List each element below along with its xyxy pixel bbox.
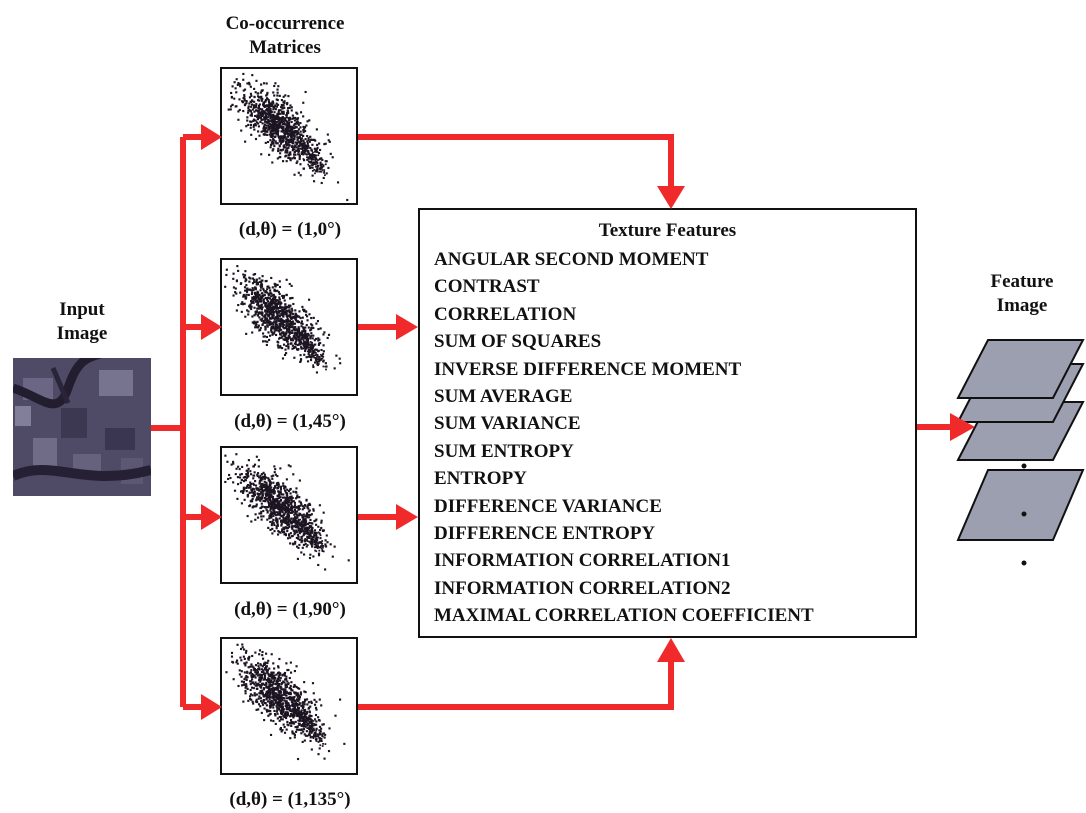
matrix-caption-2: (d,θ) = (1,90°) [190,598,390,622]
feature-item: INVERSE DIFFERENCE MOMENT [434,356,814,383]
feature-item: SUM OF SQUARES [434,328,814,355]
matrices-title-line2: Matrices [200,36,370,60]
matrices-title-line1: Co-occurrence [200,12,370,36]
input-image [13,358,151,496]
ellipsis-dot [1022,464,1027,469]
feature-item: CORRELATION [434,301,814,328]
feature-item: INFORMATION CORRELATION1 [434,547,814,574]
feature-item: SUM AVERAGE [434,383,814,410]
arrowhead [396,314,418,340]
input-image-label: Input Image [22,298,142,346]
arrowhead [201,504,222,530]
feature-label-line1: Feature [972,270,1072,294]
arrowhead [657,186,685,209]
matrix-3-to-features [358,660,671,707]
arrowhead [201,124,222,150]
feature-item: INFORMATION CORRELATION2 [434,575,814,602]
matrix-caption-0: (d,θ) = (1,0°) [190,218,390,242]
ellipsis-dot [1022,512,1027,517]
arrowhead [396,504,418,530]
matrix-scatter-3 [222,639,356,773]
feature-item: MAXIMAL CORRELATION COEFFICIENT [434,602,814,629]
feature-item: ANGULAR SECOND MOMENT [434,246,814,273]
feature-image-label: Feature Image [972,270,1072,318]
cooccurrence-matrix-3 [220,637,358,775]
matrix-caption-3: (d,θ) = (1,135°) [190,788,390,812]
matrix-scatter-0 [222,69,356,203]
matrix-caption-1: (d,θ) = (1,45°) [190,410,390,434]
input-label-line2: Image [22,322,142,346]
feature-item: SUM ENTROPY [434,438,814,465]
cooccurrence-matrix-1 [220,258,358,396]
texture-features-title: Texture Features [420,220,915,242]
matrix-0-to-features [358,137,671,188]
feature-item: DIFFERENCE ENTROPY [434,520,814,547]
feature-plane-n [958,470,1083,540]
texture-features-list: ANGULAR SECOND MOMENT CONTRAST CORRELATI… [434,246,814,630]
matrix-scatter-2 [222,448,356,582]
arrowhead [201,694,222,720]
feature-label-line2: Image [972,294,1072,318]
input-label-line1: Input [22,298,142,322]
feature-item: CONTRAST [434,273,814,300]
feature-item: ENTROPY [434,465,814,492]
arrowhead [657,638,685,662]
matrices-title: Co-occurrence Matrices [200,12,370,60]
feature-item: DIFFERENCE VARIANCE [434,493,814,520]
cooccurrence-matrix-2 [220,446,358,584]
feature-item: SUM VARIANCE [434,410,814,437]
ellipsis-dot [1022,561,1027,566]
arrowhead [201,314,222,340]
cooccurrence-matrix-0 [220,67,358,205]
feature-image-stack [950,320,1086,580]
texture-features-box: Texture Features ANGULAR SECOND MOMENT C… [418,208,917,638]
matrix-scatter-1 [222,260,356,394]
